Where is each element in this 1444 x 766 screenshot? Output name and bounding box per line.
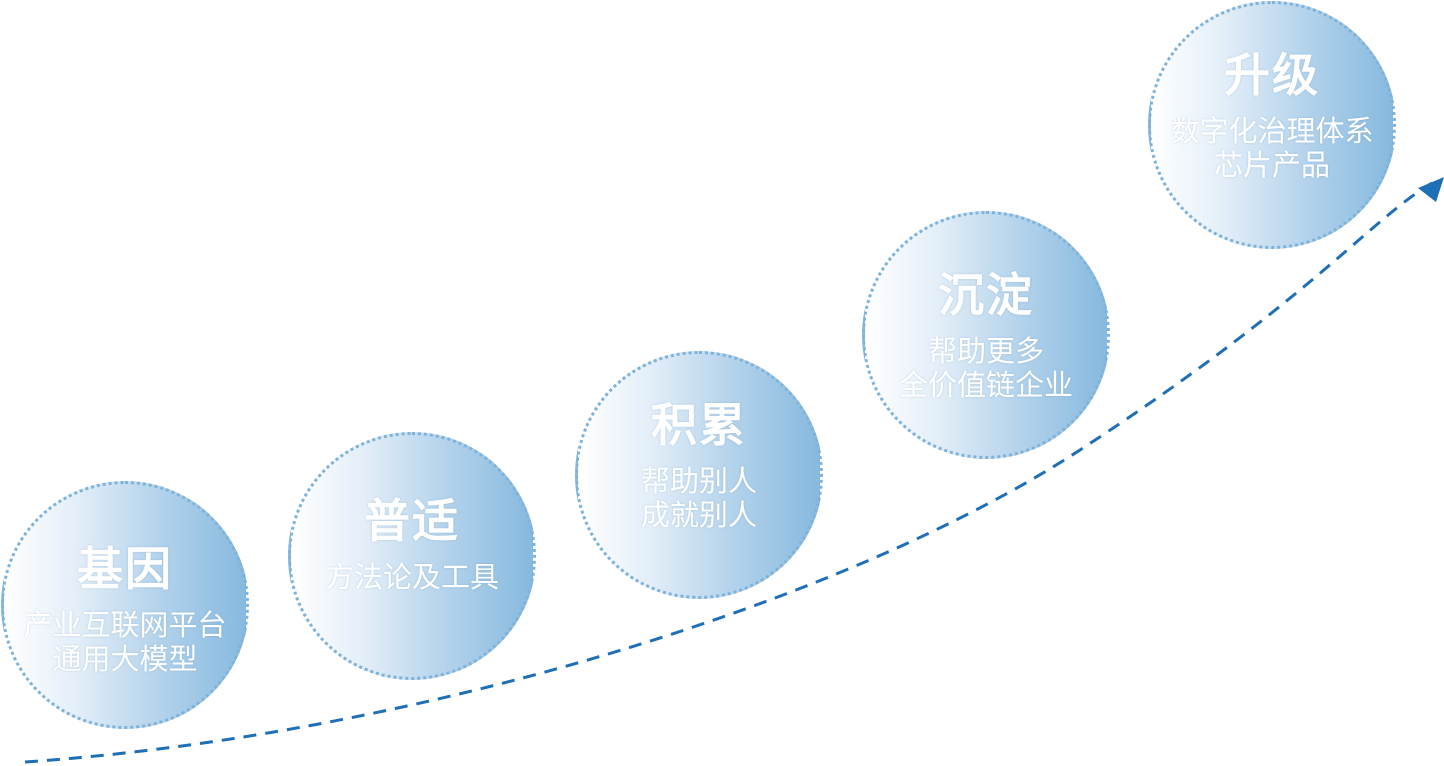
step-bubble-upgrade: 升级 数字化治理体系 芯片产品 [1148,1,1396,249]
step-line: 全价值链企业 [898,368,1073,402]
step-line: 方法论及工具 [324,560,499,594]
step-title: 升级 [1224,48,1320,102]
step-bubble-universal: 普适 方法论及工具 [288,432,536,680]
step-line: 数字化治理体系 [1170,114,1374,148]
step-title: 普适 [364,494,460,548]
step-title: 基因 [77,542,173,596]
arrowhead-icon [1418,177,1444,202]
step-bubble-settle: 沉淀 帮助更多 全价值链企业 [862,211,1110,459]
step-line: 帮助别人 [640,464,757,498]
step-title: 沉淀 [938,268,1034,322]
step-line: 帮助更多 [927,334,1044,368]
step-line: 成就别人 [640,498,757,532]
step-title: 积累 [651,398,747,452]
step-bubble-gene: 基因 产业互联网平台 通用大模型 [1,481,249,729]
step-line: 产业互联网平台 [23,608,227,642]
step-bubble-accumulate: 积累 帮助别人 成就别人 [575,351,823,599]
step-line: 通用大模型 [52,642,198,676]
dashed-growth-curve [24,181,1433,764]
step-line: 芯片产品 [1213,148,1330,182]
